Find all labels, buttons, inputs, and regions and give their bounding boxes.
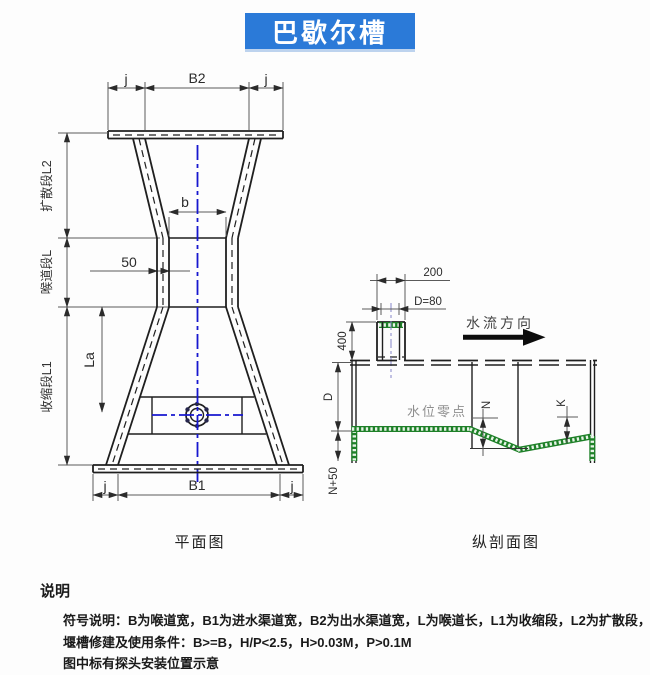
- plan-bottom-dimension: j B1 j: [92, 474, 304, 501]
- section-view-caption: 纵剖面图: [472, 534, 540, 551]
- page-title: 巴歇尔槽: [245, 13, 415, 49]
- dim-label-bottom-right-j: j: [289, 478, 293, 494]
- notes-body: 符号说明：B为喉道宽，B1为进水渠道宽，B2为出水渠道宽，L为喉道长，L1为收缩…: [0, 610, 650, 675]
- plan-top-flange: [107, 130, 284, 140]
- section-view: 200 D=80 400: [323, 267, 597, 551]
- dim-label-b: b: [181, 194, 189, 210]
- section-channel: [350, 359, 597, 463]
- plan-view: j B2 j 扩散段L2 喉道段: [39, 70, 304, 551]
- section-dim-200: 200: [370, 267, 450, 320]
- plan-view-caption: 平面图: [174, 534, 225, 551]
- dim-label-d: D: [323, 393, 335, 401]
- dim-label-top-right-j: j: [263, 71, 267, 87]
- technical-drawing: j B2 j 扩散段L2 喉道段: [39, 70, 597, 551]
- plan-top-dimension: j B2 j: [107, 70, 284, 130]
- plan-throat: b: [156, 194, 239, 308]
- notes-line-symbols: 符号说明：B为喉道宽，B1为进水渠道宽，B2为出水渠道宽，L为喉道长，L1为收缩…: [63, 613, 650, 628]
- dim-label-k: K: [556, 399, 568, 407]
- notes-section: 说明 符号说明：B为喉道宽，B1为进水渠道宽，B2为出水渠道宽，L为喉道长，L1…: [0, 580, 650, 675]
- dim-label-b1: B1: [188, 477, 205, 493]
- plan-lower-walls: [105, 306, 290, 466]
- dim-label-n50: N+50: [328, 467, 340, 495]
- dim-label-b2: B2: [188, 70, 205, 86]
- flow-direction: 水流方向: [463, 315, 546, 346]
- plan-upper-walls: [132, 138, 262, 239]
- dim-label-la: La: [81, 352, 97, 368]
- dim-label-n: N: [481, 401, 493, 409]
- notes-line-conditions: 堰槽修建及使用条件：B>=B，H/P<2.5，H>0.03M，P>0.1M: [63, 634, 412, 650]
- dim-label-50: 50: [121, 254, 137, 270]
- plan-bottom-flange: [92, 464, 304, 474]
- dim-label-200: 200: [423, 267, 442, 279]
- section-dim-k: K: [556, 399, 578, 443]
- plan-wall-50-dimension: 50: [90, 254, 190, 275]
- section-floor: [351, 426, 596, 461]
- flow-direction-label: 水流方向: [466, 315, 534, 331]
- notes-line-probe: 图中标有探头安装位置示意: [63, 656, 220, 671]
- page-title-text: 巴歇尔槽: [271, 17, 388, 48]
- water-zero-label: 水位零点: [407, 404, 467, 419]
- section-dim-400: 400: [337, 321, 376, 361]
- section-dim-n: N: [473, 401, 498, 456]
- dim-label-400: 400: [337, 331, 349, 350]
- section-dim-d80: D=80: [362, 296, 446, 315]
- dim-label-bottom-left-j: j: [102, 478, 106, 494]
- section-dim-left-stack: D N+50: [323, 362, 352, 495]
- label-throat-section: 喉道段L: [39, 250, 54, 295]
- notes-heading: 说明: [40, 583, 71, 600]
- plan-left-dimensions: 扩散段L2 喉道段L 收缩段L1 La: [39, 132, 170, 466]
- dim-label-d80: D=80: [414, 296, 442, 308]
- label-contraction-section: 收缩段L1: [39, 361, 54, 412]
- flow-direction-arrow-icon: [463, 328, 546, 346]
- dim-label-top-left-j: j: [123, 71, 127, 87]
- label-diffusion-section: 扩散段L2: [39, 160, 54, 211]
